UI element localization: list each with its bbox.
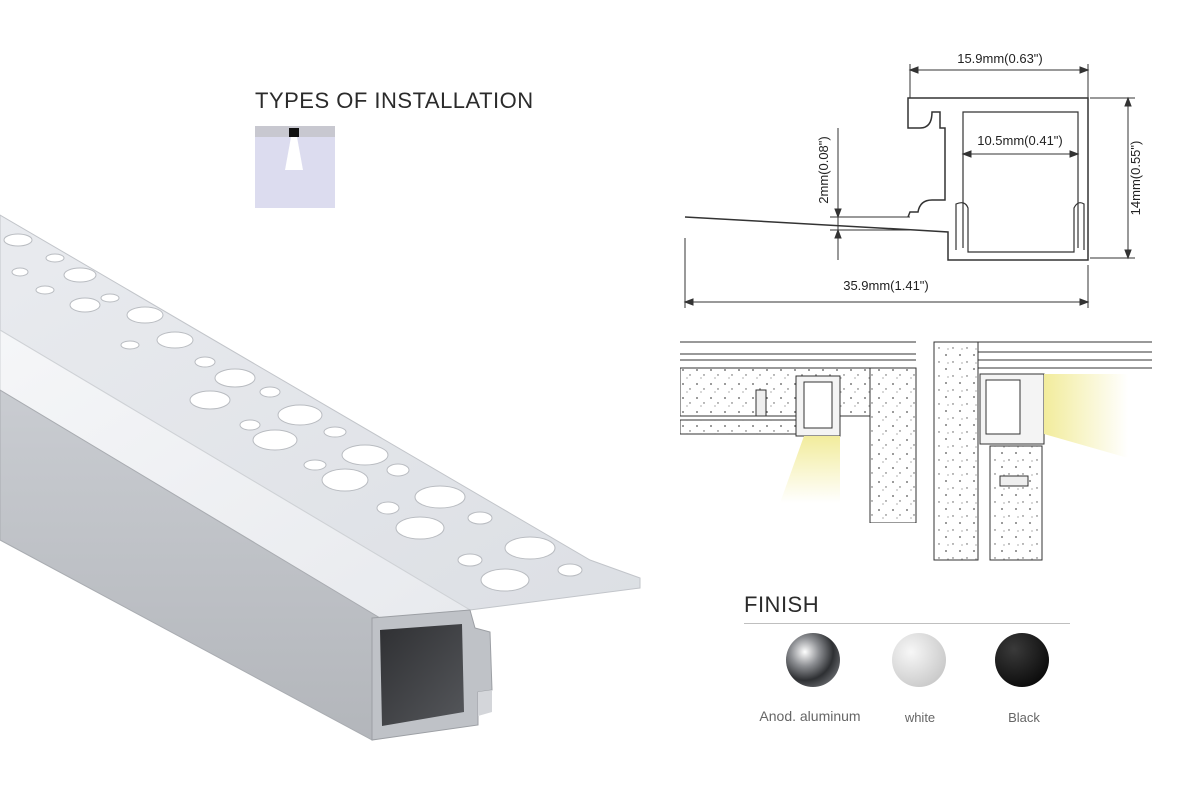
dimension-drawing: 15.9mm(0.63") 10.5mm(0.41") 14mm(0.55") … bbox=[683, 51, 1143, 308]
finish-label-black: Black bbox=[1008, 710, 1040, 725]
flange-thickness-label: 2mm(0.08") bbox=[816, 136, 831, 203]
wall-installation-section bbox=[933, 341, 1152, 561]
finish-label-anodized: Anod. aluminum bbox=[759, 708, 861, 724]
top-width-label: 15.9mm(0.63") bbox=[957, 51, 1043, 66]
swatch-anodized-aluminum bbox=[786, 633, 840, 687]
installation-title: TYPES OF INSTALLATION bbox=[255, 88, 534, 113]
finish-title: FINISH bbox=[744, 592, 820, 617]
swatch-black bbox=[995, 633, 1049, 687]
profile-end-section bbox=[371, 609, 493, 741]
ceiling-installation-section bbox=[680, 341, 917, 523]
flange-holes bbox=[3, 233, 583, 592]
height-label: 14mm(0.55") bbox=[1128, 141, 1143, 216]
recessed-install-icon bbox=[255, 126, 335, 208]
finish-label-white: white bbox=[904, 710, 936, 725]
finish-swatches bbox=[786, 633, 1049, 687]
inner-width-label: 10.5mm(0.41") bbox=[977, 133, 1063, 148]
aluminum-profile-render bbox=[0, 214, 641, 741]
finish-divider bbox=[744, 623, 1070, 624]
total-width-label: 35.9mm(1.41") bbox=[843, 278, 929, 293]
swatch-white bbox=[892, 633, 946, 687]
profile-outline bbox=[684, 97, 1089, 261]
